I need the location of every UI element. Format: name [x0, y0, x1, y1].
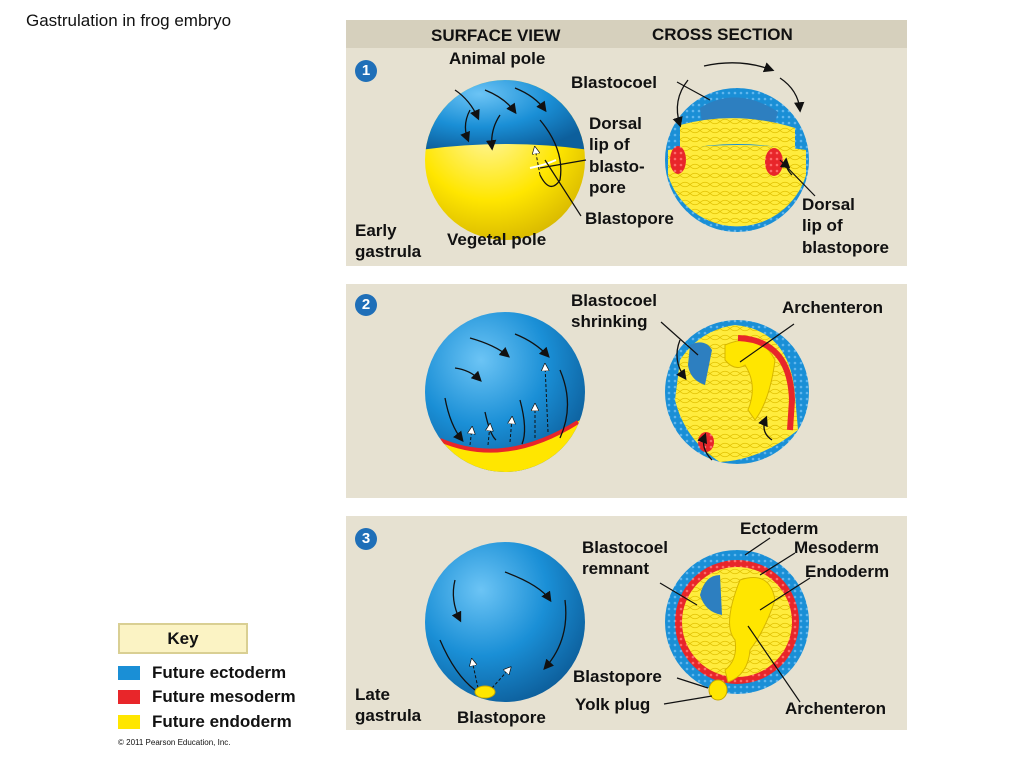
- swatch-endoderm: [118, 715, 140, 729]
- label-vegetal-pole: Vegetal pole: [447, 230, 547, 249]
- swatch-mesoderm: [118, 690, 140, 704]
- surface-view-header: SURFACE VIEW: [431, 26, 561, 45]
- copyright-notice: © 2011 Pearson Education, Inc.: [118, 738, 231, 747]
- label-dorsal-lip-right-3: blastopore: [802, 238, 889, 257]
- cross-section-header: CROSS SECTION: [652, 25, 793, 44]
- mid-gastrula-cross-section: [665, 320, 809, 464]
- label-blastocoel: Blastocoel: [571, 73, 657, 92]
- key-title: Key: [118, 623, 248, 654]
- label-mesoderm: Mesoderm: [794, 538, 880, 557]
- early-gastrula-surface-view: [425, 80, 585, 240]
- label-stage-late-2: gastrula: [355, 706, 422, 725]
- column-header-band: [346, 20, 907, 48]
- label-dorsal-lip-3: blasto-: [589, 157, 645, 176]
- label-blastocoel-remnant-2: remnant: [582, 559, 650, 578]
- step-number-2: 2: [355, 294, 377, 316]
- label-stage-early-2: gastrula: [355, 242, 422, 261]
- label-endoderm: Endoderm: [805, 562, 890, 581]
- label-dorsal-lip-4: pore: [589, 178, 626, 197]
- late-gastrula-surface-view: [425, 542, 585, 702]
- label-animal-pole: Animal pole: [449, 49, 546, 68]
- leader-lines: [539, 81, 816, 705]
- label-yolk-plug: Yolk plug: [575, 695, 651, 714]
- step-number-1: 1: [355, 60, 377, 82]
- label-stage-early-1: Early: [355, 221, 397, 240]
- label-blastopore-cross: Blastopore: [573, 667, 662, 686]
- label-dorsal-lip-2: lip of: [589, 135, 630, 154]
- swatch-ectoderm: [118, 666, 140, 680]
- label-blastopore: Blastopore: [585, 209, 674, 228]
- label-ectoderm: Ectoderm: [740, 519, 819, 538]
- label-dorsal-lip-1: Dorsal: [589, 114, 642, 133]
- label-dorsal-lip-right-2: lip of: [802, 216, 843, 235]
- label-dorsal-lip-right-1: Dorsal: [802, 195, 855, 214]
- label-blastocoel-shrinking-1: Blastocoel: [571, 291, 657, 310]
- label-archenteron-mid: Archenteron: [782, 298, 884, 317]
- label-blastopore-surface: Blastopore: [457, 708, 546, 727]
- label-blastocoel-shrinking-2: shrinking: [571, 312, 648, 331]
- slide-title: Gastrulation in frog embryo: [26, 11, 232, 30]
- early-gastrula-cross-section: [665, 62, 809, 232]
- late-gastrula-cross-section: [665, 550, 809, 701]
- label-blastocoel-remnant-1: Blastocoel: [582, 538, 668, 557]
- key-label-mesoderm: Future mesoderm: [152, 687, 296, 706]
- mid-gastrula-surface-view: [425, 312, 585, 472]
- label-stage-late-1: Late: [355, 685, 390, 704]
- key-label-ectoderm: Future ectoderm: [152, 663, 287, 682]
- label-archenteron-late: Archenteron: [785, 699, 887, 718]
- key-label-endoderm: Future endoderm: [152, 712, 292, 731]
- step-number-3: 3: [355, 528, 377, 550]
